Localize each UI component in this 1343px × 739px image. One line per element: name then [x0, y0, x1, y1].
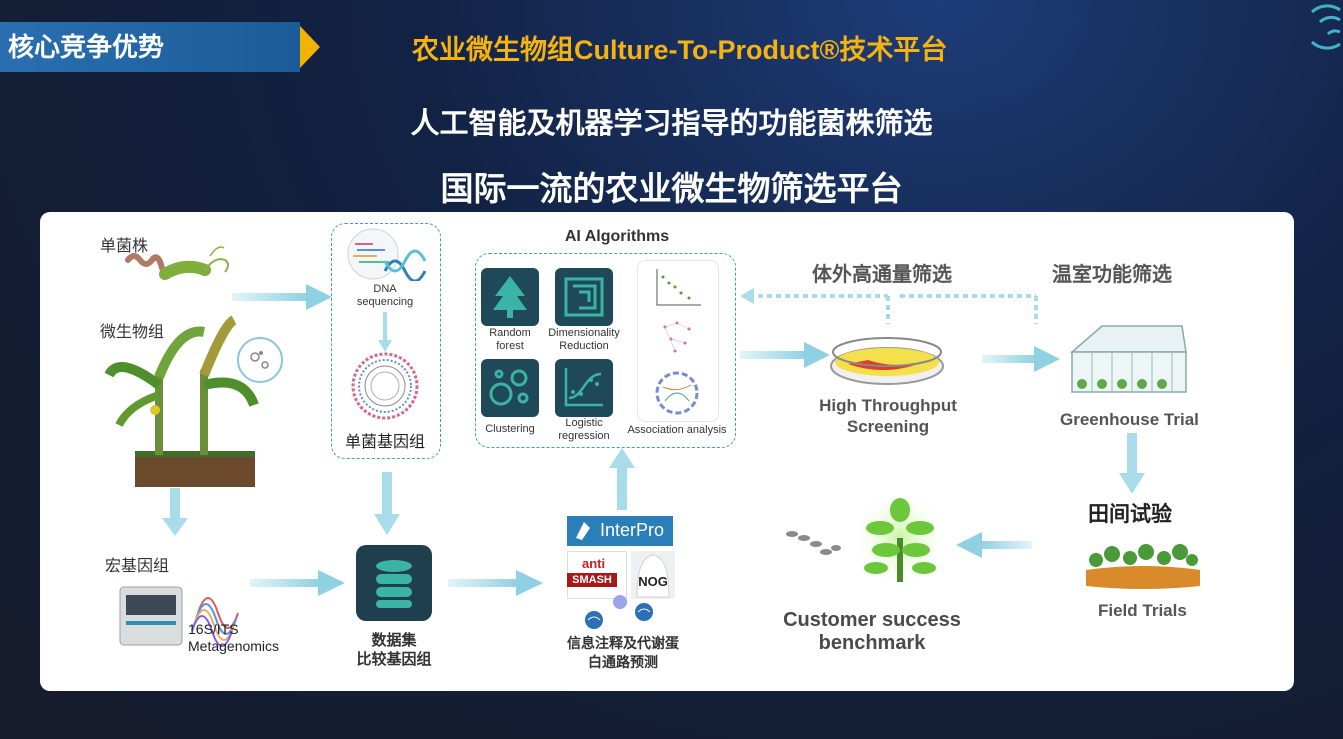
microbiome-label: 微生物组 [100, 324, 165, 341]
field-trials-label: Field Trials [1098, 601, 1187, 620]
genome-circle-icon [351, 352, 419, 420]
protein-icons [585, 595, 653, 629]
tree-icon [493, 276, 527, 318]
metagenomics-line1: 16S/ITS [188, 621, 239, 637]
interpro-icon [576, 522, 590, 540]
interpro-text: InterPro [600, 520, 665, 540]
logistic-curve-icon [564, 368, 603, 407]
arrow-right-icon [448, 570, 543, 596]
dimension-icon [564, 277, 604, 317]
banana-plant-icon [105, 315, 283, 487]
sequencer-icon [119, 586, 239, 647]
logistic-label: Logistic regression [544, 417, 624, 443]
association-plots-icon [655, 269, 701, 415]
arrow-right-icon [982, 346, 1060, 372]
metagenomics-label: 16S/ITS Metagenomics [188, 621, 279, 655]
ai-algorithms-title: AI Algorithms [564, 228, 670, 245]
dataset-line2: 比较基因组 [356, 651, 432, 668]
hts-line2: Screening [846, 417, 930, 436]
feedback-arrow-icon [740, 288, 1038, 324]
random-forest-label: Random forest [470, 327, 550, 353]
greenhouse-trial-label: Greenhouse Trial [1060, 410, 1199, 429]
field-trial-title: 田间试验 [1088, 503, 1172, 526]
dimensionality-line2: Reduction [559, 340, 609, 352]
customer-line1: Customer success [783, 609, 961, 631]
invitro-screening-title: 体外高通量筛选 [812, 264, 952, 286]
sequencing-box [331, 223, 441, 459]
logistic-line1: Logistic [565, 417, 603, 429]
arrow-up-icon [609, 448, 635, 510]
bacteria-icon [125, 246, 229, 280]
greenhouse-icon [1069, 325, 1187, 393]
association-card [637, 260, 719, 422]
greenhouse-screening-title: 温室功能筛选 [1052, 264, 1172, 286]
hts-label: High Throughput Screening [800, 395, 976, 437]
subtitle-platform: 国际一流的农业微生物筛选平台 [440, 170, 903, 207]
customer-benchmark-label: Customer success benchmark [776, 609, 968, 655]
ai-algorithms-box [475, 253, 736, 448]
field-crops-icon [1086, 544, 1200, 589]
petri-dish-icon [830, 337, 944, 385]
page-title: 农业微生物组Culture-To-Product®技术平台 [412, 35, 948, 65]
antismash-smash: SMASH [567, 573, 617, 587]
customer-line2: benchmark [818, 632, 926, 654]
dimensionality-label: Dimensionality Reduction [544, 327, 624, 353]
nog-text: NOG [638, 574, 668, 589]
antismash-anti: anti [582, 556, 606, 571]
dataset-label: 数据集 比较基因组 [336, 631, 452, 669]
metagenomics-line2: Metagenomics [188, 638, 280, 654]
logistic-line2: regression [558, 430, 610, 442]
arrow-down-icon [162, 488, 188, 536]
arrow-right-icon [232, 284, 332, 310]
clustering-label: Clustering [470, 423, 550, 436]
section-badge: 核心竞争优势 [0, 22, 300, 72]
metagenome-label: 宏基因组 [105, 558, 170, 575]
dna-line2: sequencing [356, 296, 414, 308]
random-forest-line2: forest [496, 340, 524, 352]
nog-logo-icon [631, 551, 675, 599]
random-forest-line1: Random [489, 327, 531, 339]
arrow-right-icon [740, 342, 830, 368]
annotation-line2: 白通路预测 [588, 654, 658, 670]
hts-line1: High Throughput [819, 396, 957, 415]
bacteria-chain-icon [786, 531, 841, 555]
single-genome-label: 单菌基因组 [344, 434, 425, 451]
clustering-line1: Clustering [485, 423, 535, 435]
arrow-right-icon [250, 570, 345, 596]
clustering-icon [489, 369, 529, 406]
dna-sequencing-label: DNA sequencing [331, 283, 439, 309]
single-strain-label: 单菌株 [100, 238, 149, 255]
database-icon [376, 560, 412, 608]
dataset-line1: 数据集 [371, 632, 417, 649]
arrow-left-icon [956, 532, 1032, 558]
brand-logo-icon [1310, 4, 1341, 50]
subtitle-ai: 人工智能及机器学习指导的功能菌株筛选 [410, 108, 933, 140]
healthy-plant-icon [850, 488, 950, 588]
annotation-label: 信息注释及代谢蛋 白通路预测 [548, 634, 698, 672]
dimensionality-line1: Dimensionality [548, 327, 620, 339]
arrow-down-icon [1119, 433, 1145, 494]
badge-arrow-icon [300, 26, 320, 68]
dna-helix-icon [347, 228, 427, 281]
dna-line1: DNA [373, 283, 397, 295]
annotation-line1: 信息注释及代谢蛋 [567, 635, 679, 651]
arrow-down-icon [378, 312, 392, 352]
association-label: Association analysis [627, 424, 727, 436]
arrow-down-icon [374, 472, 400, 535]
